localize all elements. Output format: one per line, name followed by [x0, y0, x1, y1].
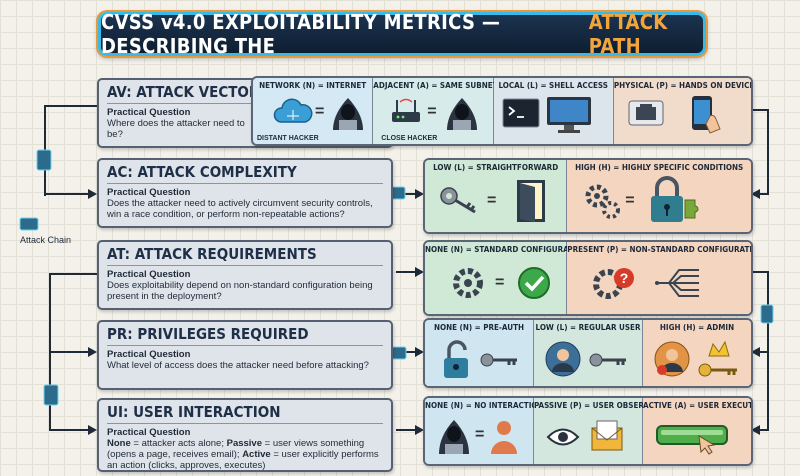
check-icon — [518, 267, 550, 299]
metric-question: What level of access does the attacker n… — [107, 360, 369, 371]
key-icon — [440, 187, 476, 214]
option-ac-high: HIGH (H) = HIGHLY SPECIFIC CONDITIONS = — [567, 160, 751, 232]
metric-heading: AC: ATTACK COMPLEXITY — [107, 163, 297, 181]
option-av-adjacent: ADJACENT (A) = SAME SUBNET = CLOSE HACKE… — [373, 78, 498, 144]
title-accent: ATTACK PATH — [588, 10, 668, 58]
practical-question-label: Practical Question — [107, 107, 191, 118]
metric-question: None = attacker acts alone; Passive = us… — [107, 438, 383, 471]
phone-touch-icon — [691, 96, 721, 134]
key-icon — [480, 353, 517, 367]
at-options-panel: NONE (N) = STANDARD CONFIGURATION = PRES… — [423, 240, 753, 316]
option-av-physical: PHYSICAL (P) = HANDS ON DEVICE — [613, 78, 753, 144]
crown-key-icon — [698, 340, 737, 377]
hacker-icon — [447, 98, 478, 130]
option-pr-none: NONE (N) = PRE-AUTH — [425, 320, 534, 386]
metric-heading: UI: USER INTERACTION — [107, 403, 281, 421]
ui-passive-desc: = user views something (opens a page, re… — [107, 438, 365, 460]
practical-question-label: Practical Question — [107, 187, 191, 198]
metric-card-ac: AC: ATTACK COMPLEXITY Practical Question… — [97, 158, 393, 228]
metric-heading: PR: PRIVILEGES REQUIRED — [107, 325, 309, 343]
monitor-icon — [546, 97, 591, 133]
option-label: PHYSICAL (P) = HANDS ON DEVICE — [613, 81, 753, 90]
hacker-icon — [333, 98, 363, 130]
option-av-local: LOCAL (L) = SHELL ACCESS — [493, 78, 614, 144]
cloud-icon — [273, 98, 313, 123]
option-label: NONE (N) = PRE-AUTH — [433, 323, 525, 332]
option-ui-passive: PASSIVE (P) = USER OBSERVES — [534, 398, 660, 464]
option-label: LOW (L) = REGULAR USER — [535, 323, 641, 332]
option-ac-low: LOW (L) = STRAIGHTFORWARD = — [425, 160, 568, 232]
metric-question: Does exploitability depend on non-standa… — [107, 280, 373, 302]
padlock-puzzle-icon — [651, 176, 699, 222]
option-ui-active: ACTIVE (A) = USER EXECUTES — [643, 398, 751, 464]
person-icon — [491, 421, 517, 454]
option-label: NETWORK (N) = INTERNET — [259, 81, 367, 90]
title-main: CVSS v4.0 EXPLOITABILITY METRICS — DESCR… — [101, 10, 501, 58]
option-caption: DISTANT HACKER — [257, 135, 319, 142]
ui-none-term: None — [107, 438, 131, 449]
circuit-branch-icon — [655, 269, 700, 297]
option-label: PASSIVE (P) = USER OBSERVES — [534, 401, 660, 410]
option-label: HIGH (H) = HIGHLY SPECIFIC CONDITIONS — [575, 163, 744, 172]
eye-icon — [546, 428, 580, 446]
svg-text:?: ? — [620, 270, 629, 286]
ethernet-port-icon — [628, 100, 664, 126]
email-icon — [591, 420, 623, 451]
practical-question-label: Practical Question — [107, 427, 191, 438]
user-icon — [545, 341, 581, 377]
option-caption: CLOSE HACKER — [381, 135, 438, 142]
option-label: HIGH (H) = ADMIN — [659, 323, 735, 332]
option-at-none: NONE (N) = STANDARD CONFIGURATION = — [425, 242, 588, 314]
av-options-panel: NETWORK (N) = INTERNET = DISTANT HACKER … — [251, 76, 753, 146]
option-label: LOW (L) = STRAIGHTFORWARD — [433, 163, 559, 172]
key-icon — [589, 353, 626, 367]
unlocked-padlock-icon — [444, 340, 468, 378]
admin-icon — [654, 341, 690, 377]
option-label: LOCAL (L) = SHELL ACCESS — [498, 81, 608, 90]
gear-icon — [453, 268, 483, 298]
ac-options-panel: LOW (L) = STRAIGHTFORWARD = HIGH (H) = H… — [423, 158, 753, 234]
ui-options-panel: NONE (N) = NO INTERACTION = PASSIVE (P) … — [423, 396, 753, 466]
option-pr-low: LOW (L) = REGULAR USER — [534, 320, 643, 386]
open-door-icon — [517, 180, 545, 222]
ui-active-desc: = user explicitly performs an action (cl… — [107, 449, 379, 471]
metric-heading: AV: ATTACK VECTOR — [107, 83, 260, 101]
option-label: ACTIVE (A) = USER EXECUTES — [643, 401, 753, 410]
ui-active-term: Active — [242, 449, 271, 460]
attack-chain-label: Attack Chain — [20, 235, 72, 245]
router-icon — [392, 98, 421, 122]
option-label: NONE (N) = NO INTERACTION — [425, 401, 544, 410]
metric-heading: AT: ATTACK REQUIREMENTS — [107, 245, 317, 263]
metric-card-at: AT: ATTACK REQUIREMENTS Practical Questi… — [97, 240, 393, 310]
page-title: CVSS v4.0 EXPLOITABILITY METRICS — DESCR… — [98, 10, 706, 58]
practical-question-label: Practical Question — [107, 269, 191, 280]
option-pr-high: HIGH (H) = ADMIN — [643, 320, 751, 386]
hacker-icon — [439, 420, 469, 454]
metric-card-ui: UI: USER INTERACTION Practical Question … — [97, 398, 393, 472]
pr-options-panel: NONE (N) = PRE-AUTH LOW (L) = REGULAR US… — [423, 318, 753, 388]
option-label: NONE (N) = STANDARD CONFIGURATION — [425, 245, 588, 254]
click-button-icon — [656, 425, 728, 455]
option-av-network: NETWORK (N) = INTERNET = DISTANT HACKER — [253, 78, 374, 144]
metric-card-pr: PR: PRIVILEGES REQUIRED Practical Questi… — [97, 320, 393, 390]
option-ui-none: NONE (N) = NO INTERACTION = — [425, 398, 544, 464]
metric-question: Does the attacker need to actively circu… — [107, 198, 373, 220]
option-at-present: PRESENT (P) = NON-STANDARD CONFIGURATION… — [567, 242, 751, 314]
gear-question-icon: ? — [593, 268, 635, 299]
option-label: PRESENT (P) = NON-STANDARD CONFIGURATION — [567, 245, 753, 254]
practical-question-label: Practical Question — [107, 349, 191, 360]
terminal-icon — [502, 98, 540, 128]
metric-question: Where does the attacker need to be? — [107, 118, 245, 140]
ui-passive-term: Passive — [226, 438, 263, 449]
gears-icon — [585, 184, 621, 219]
ui-none-desc: = attacker acts alone; — [130, 438, 227, 449]
option-label: ADJACENT (A) = SAME SUBNET — [373, 81, 498, 90]
